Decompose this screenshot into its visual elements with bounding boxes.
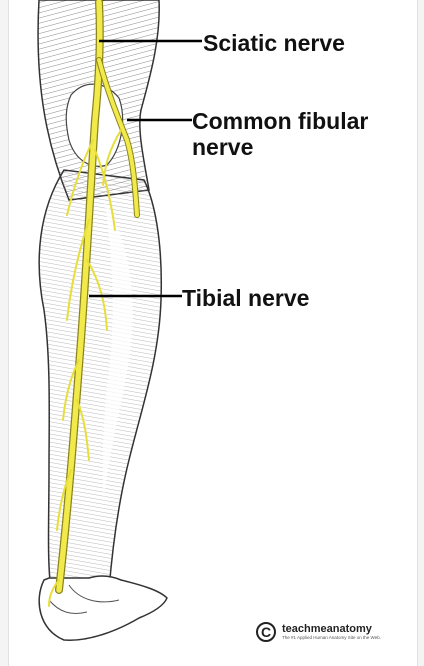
label-sciatic-nerve: Sciatic nerve [203, 30, 345, 56]
watermark: C teachmeanatomy The #1 Applied Human An… [256, 622, 381, 642]
leg-illustration [9, 0, 417, 666]
diagram-canvas [8, 0, 418, 666]
watermark-text: teachmeanatomy The #1 Applied Human Anat… [282, 623, 381, 641]
copyright-icon: C [256, 622, 276, 642]
watermark-tagline: The #1 Applied Human Anatomy Site on the… [282, 635, 381, 641]
label-tibial-nerve: Tibial nerve [182, 285, 309, 311]
watermark-brand: teachmeanatomy [282, 623, 381, 635]
label-common-fibular-nerve: Common fibular nerve [192, 108, 402, 160]
